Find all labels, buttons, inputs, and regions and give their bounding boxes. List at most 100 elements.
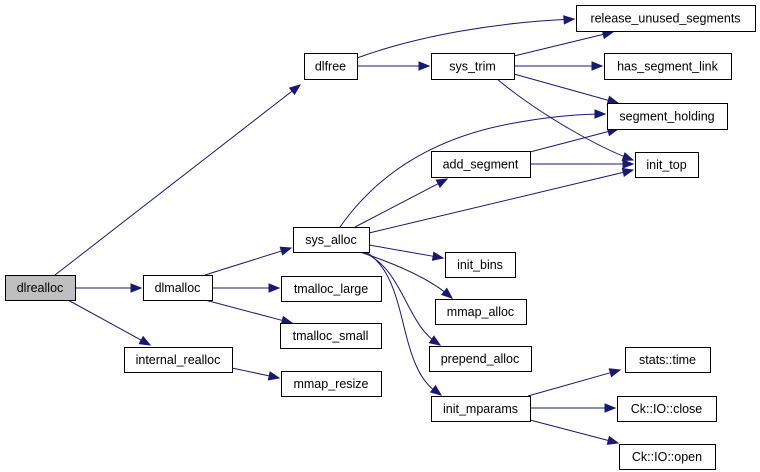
node-dlrealloc[interactable]: dlrealloc (5, 275, 76, 301)
edge-line (529, 130, 610, 153)
node-release-unused-segments[interactable]: release_unused_segments (576, 5, 756, 32)
edge-line (529, 419, 610, 442)
edge-sys_trim-to-segment_holding (513, 73, 620, 105)
node-label: sys_alloc (305, 233, 356, 247)
arrowhead-icon (591, 61, 604, 71)
edge-line (54, 90, 294, 276)
edge-dlrealloc-to-internal_realloc (67, 299, 152, 346)
node-label: stats::time (639, 353, 696, 367)
node-box (429, 346, 532, 372)
node-box (124, 347, 233, 373)
node-label: sys_trim (449, 60, 496, 74)
edge-dlmalloc-to-sys_alloc (204, 246, 293, 276)
node-label: mmap_resize (293, 377, 368, 391)
edge-line (67, 299, 143, 342)
node-label: tmalloc_small (293, 329, 369, 343)
edge-line (368, 244, 435, 257)
edge-line (204, 299, 284, 322)
node-mmap-alloc[interactable]: mmap_alloc (435, 299, 527, 325)
arrowhead-icon (267, 371, 281, 381)
arrowhead-icon (622, 159, 635, 169)
arrowhead-icon (606, 435, 620, 445)
node-mmap-resize[interactable]: mmap_resize (281, 371, 382, 397)
node-box (625, 347, 711, 373)
node-sys-alloc[interactable]: sys_alloc (293, 227, 370, 253)
arrowhead-icon (621, 167, 635, 178)
arrowhead-icon (608, 368, 622, 378)
node-box (445, 252, 516, 278)
edge-line (513, 33, 605, 57)
arrowhead-icon (604, 403, 617, 413)
node-box (619, 444, 716, 470)
node-box (280, 323, 382, 349)
node-add-segment[interactable]: add_segment (431, 151, 531, 178)
node-box (5, 275, 76, 301)
arrowhead-icon (621, 152, 635, 162)
edge-add_segment-to-init_top (530, 159, 635, 169)
edge-sys_alloc-to-add_segment (354, 178, 449, 228)
edge-line (204, 250, 283, 276)
node-ck-io-close[interactable]: Ck::IO::close (617, 396, 717, 422)
node-label: init_top (646, 158, 686, 172)
node-label: release_unused_segments (590, 12, 740, 26)
node-init-top[interactable]: init_top (635, 152, 699, 178)
edge-line (513, 73, 610, 102)
edge-line (527, 371, 612, 397)
edge-line (231, 367, 271, 377)
node-box (431, 53, 515, 80)
node-label: add_segment (443, 158, 519, 172)
node-label: has_segment_link (617, 60, 719, 74)
node-ck-io-open[interactable]: Ck::IO::open (619, 444, 716, 470)
arrowhead-icon (440, 287, 454, 299)
node-label: Ck::IO::close (631, 402, 703, 416)
node-has-segment-link[interactable]: has_segment_link (604, 53, 732, 80)
edge-internal_realloc-to-mmap_resize (231, 367, 281, 381)
arrowhead-icon (268, 283, 281, 293)
edge-dlfree-to-sys_trim (357, 61, 431, 71)
node-box (607, 103, 728, 130)
edge-sys_alloc-to-init_top (368, 167, 635, 234)
node-box (293, 227, 370, 253)
node-label: Ck::IO::open (632, 450, 702, 464)
node-dlmalloc[interactable]: dlmalloc (143, 275, 213, 301)
node-box (431, 396, 531, 422)
arrowhead-icon (435, 178, 449, 189)
edge-dlmalloc-to-tmalloc_large (212, 283, 281, 293)
node-sys-trim[interactable]: sys_trim (431, 53, 515, 80)
node-label: dlfree (315, 60, 346, 74)
arrowhead-icon (431, 251, 445, 261)
edges-layer (54, 15, 635, 445)
edge-line (368, 171, 625, 234)
node-box (435, 299, 527, 325)
node-stats-time[interactable]: stats::time (625, 347, 711, 373)
node-label: internal_realloc (136, 353, 221, 367)
arrowhead-icon (279, 246, 293, 256)
node-tmalloc-small[interactable]: tmalloc_small (280, 323, 382, 349)
arrowhead-icon (138, 335, 152, 346)
node-box (281, 371, 382, 397)
arrowhead-icon (418, 61, 431, 71)
node-dlfree[interactable]: dlfree (304, 53, 358, 80)
node-label: dlrealloc (17, 281, 64, 295)
node-init-bins[interactable]: init_bins (445, 252, 516, 278)
edge-line (339, 113, 606, 228)
node-label: init_mparams (443, 402, 518, 416)
edge-sys_trim-to-release_unused_segments (513, 29, 615, 57)
node-tmalloc-large[interactable]: tmalloc_large (281, 276, 382, 302)
node-label: dlmalloc (155, 281, 201, 295)
arrowhead-icon (429, 384, 443, 396)
node-label: mmap_alloc (447, 305, 514, 319)
node-prepend-alloc[interactable]: prepend_alloc (429, 346, 532, 372)
edge-init_mparams-to-ck_io_close (530, 403, 617, 413)
node-init-mparams[interactable]: init_mparams (431, 396, 531, 422)
edge-line (365, 251, 442, 396)
node-internal-realloc[interactable]: internal_realloc (124, 347, 233, 373)
node-box (143, 275, 213, 301)
node-segment-holding[interactable]: segment_holding (607, 103, 728, 130)
edge-dlmalloc-to-tmalloc_small (204, 299, 294, 325)
edge-sys_alloc-to-init_mparams (365, 251, 443, 396)
edge-dlrealloc-to-dlmalloc (75, 283, 143, 293)
node-box (617, 396, 717, 422)
arrowhead-icon (288, 84, 302, 96)
